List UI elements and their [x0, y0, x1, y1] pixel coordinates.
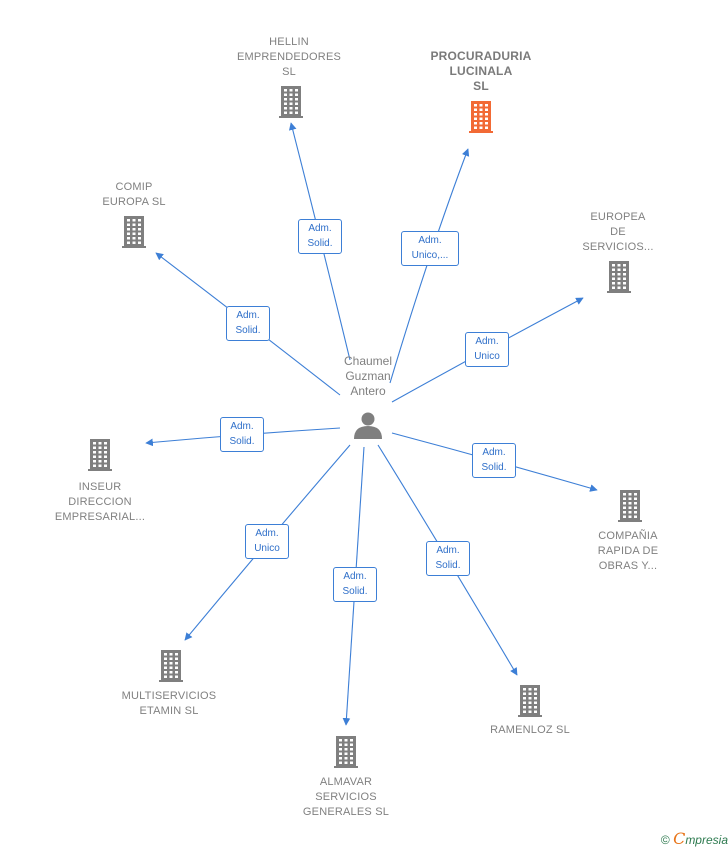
company-name-comip[interactable]: COMIP EUROPA SL	[102, 181, 166, 208]
building-icon-ramenloz[interactable]	[518, 685, 542, 717]
company-name-inseur[interactable]: INSEUR DIRECCION EMPRESARIAL...	[54, 481, 146, 523]
edge-label-multiservicios[interactable]: Adm. Unico	[245, 524, 289, 559]
building-icon-comip[interactable]	[122, 216, 146, 248]
footer-brand: © Cmpresia	[661, 829, 728, 848]
building-icon-europea[interactable]	[607, 261, 631, 293]
company-name-multiservicios[interactable]: MULTISERVICIOS ETAMIN SL	[121, 690, 217, 717]
company-name-hellin[interactable]: HELLIN EMPRENDEDORES SL	[236, 36, 342, 78]
company-name-procuraduria[interactable]: PROCURADURIA LUCINALA SL	[430, 49, 532, 93]
edge-label-hellin[interactable]: Adm. Solid.	[298, 219, 342, 254]
building-icon-almavar[interactable]	[334, 736, 358, 768]
brand-logo-initial: C	[673, 829, 686, 848]
building-icon-inseur[interactable]	[88, 439, 112, 471]
company-name-compania[interactable]: COMPAÑIA RAPIDA DE OBRAS Y...	[597, 530, 659, 572]
edge-label-comip[interactable]: Adm. Solid.	[226, 306, 270, 341]
building-icon-hellin[interactable]	[279, 86, 303, 118]
edge-procuraduria	[389, 148, 470, 384]
edge-label-ramenloz[interactable]: Adm. Solid.	[426, 541, 470, 576]
edge-label-compania[interactable]: Adm. Solid.	[472, 443, 516, 478]
edge-label-almavar[interactable]: Adm. Solid.	[333, 567, 377, 602]
building-icon-procuraduria[interactable]	[469, 101, 493, 133]
edge-label-inseur[interactable]: Adm. Solid.	[220, 417, 264, 452]
brand-logo-text: mpresia	[685, 833, 728, 847]
person-icon[interactable]	[354, 412, 382, 440]
edge-label-procuraduria[interactable]: Adm. Unico,...	[401, 231, 459, 266]
company-name-almavar[interactable]: ALMAVAR SERVICIOS GENERALES SL	[302, 776, 390, 818]
company-name-europea[interactable]: EUROPEA DE SERVICIOS...	[582, 211, 654, 253]
edge-label-europea[interactable]: Adm. Unico	[465, 332, 509, 367]
company-name-ramenloz[interactable]: RAMENLOZ SL	[490, 724, 570, 736]
building-icon-multiservicios[interactable]	[159, 650, 183, 682]
person-name[interactable]: Chaumel Guzman Antero	[343, 354, 393, 398]
building-icon-compania[interactable]	[618, 490, 642, 522]
copyright-symbol: ©	[660, 833, 670, 847]
